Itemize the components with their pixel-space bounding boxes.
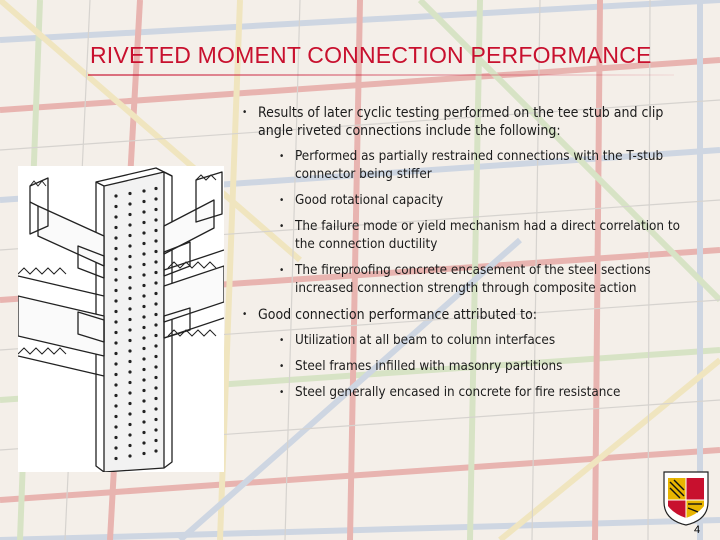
bullet-marker: • <box>279 265 285 276</box>
sub-bullet-text: The failure mode or yield mechanism had … <box>295 219 680 252</box>
bullet-marker: • <box>242 107 248 118</box>
page-number: 4 <box>694 524 701 536</box>
sub-bullet-text: Good rotational capacity <box>295 193 444 208</box>
bullet-text: Results of later cyclic testing performe… <box>258 105 664 139</box>
sub-bullet-item: • Steel generally encased in concrete for… <box>240 384 680 402</box>
sub-bullet-text: Performed as partially restrained connec… <box>295 149 664 182</box>
sub-bullet-text: Steel frames infilled with masonry parti… <box>295 359 563 374</box>
bullet-marker: • <box>279 361 285 372</box>
university-seal-logo <box>663 471 709 526</box>
bullet-list: • Results of later cyclic testing perform… <box>240 104 680 410</box>
sub-bullet-item: • Good rotational capacity <box>240 192 680 210</box>
sub-bullet-item: • The failure mode or yield mechanism had… <box>240 218 680 254</box>
sub-bullet-item: • Utilization at all beam to column inter… <box>240 332 680 350</box>
bullet-marker: • <box>279 151 285 162</box>
sub-bullet-item: • Steel frames infilled with masonry part… <box>240 358 680 376</box>
sub-bullet-text: Utilization at all beam to column interf… <box>295 333 556 348</box>
bullet-marker: • <box>242 309 248 320</box>
bullet-item: • Good connection performance attributed … <box>240 306 680 324</box>
sub-bullet-text: Steel generally encased in concrete for … <box>295 385 621 400</box>
sub-bullet-text: The fireproofing concrete encasement of … <box>295 263 651 296</box>
riveted-connection-illustration <box>18 166 224 472</box>
bullet-marker: • <box>279 221 285 232</box>
title-underline <box>88 74 674 76</box>
bullet-marker: • <box>279 387 285 398</box>
bullet-text: Good connection performance attributed t… <box>258 307 538 323</box>
sub-bullet-item: • The fireproofing concrete encasement of… <box>240 262 680 298</box>
bullet-marker: • <box>279 195 285 206</box>
sub-bullet-item: • Performed as partially restrained conne… <box>240 148 680 184</box>
slide-title: RIVETED MOMENT CONNECTION PERFORMANCE <box>90 42 652 68</box>
bullet-marker: • <box>279 335 285 346</box>
bullet-item: • Results of later cyclic testing perform… <box>240 104 680 140</box>
